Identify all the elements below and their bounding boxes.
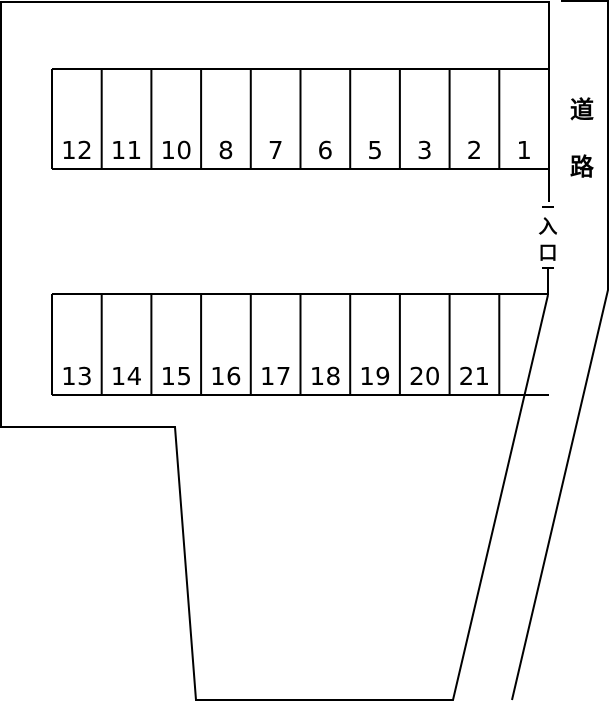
top-stall-row: 12 11 10 8 7 6 5 3 2 1	[51, 68, 549, 170]
stall-number: 21	[459, 362, 491, 391]
stall-number: 3	[417, 136, 433, 165]
stall-number: 19	[359, 362, 391, 391]
stall-number: 15	[160, 362, 192, 391]
entrance-label-char-2: 口	[538, 242, 557, 264]
stall-number: 7	[268, 136, 284, 165]
stall-number: 5	[367, 136, 383, 165]
lot-boundary	[0, 1, 550, 701]
stall-number: 2	[466, 136, 482, 165]
bottom-stall-row: 13 14 15 16 17 18 19 20 21	[51, 293, 549, 396]
stall-number: 14	[111, 362, 143, 391]
stall-number: 8	[218, 136, 234, 165]
stall-number: 17	[260, 362, 292, 391]
road-edge	[511, 0, 609, 701]
stall-number: 16	[210, 362, 242, 391]
stall-number: 6	[317, 136, 333, 165]
stall-number: 18	[309, 362, 341, 391]
road-label-char-1: 道	[570, 96, 594, 124]
stall-number: 13	[61, 362, 93, 391]
stall-number: 11	[111, 136, 143, 165]
stall-number: 1	[516, 136, 532, 165]
road-label-char-2: 路	[570, 153, 595, 181]
entrance-label-char-1: 入	[538, 216, 557, 238]
stall-number: 12	[61, 136, 93, 165]
stall-number: 20	[409, 362, 441, 391]
stall-number: 10	[160, 136, 192, 165]
